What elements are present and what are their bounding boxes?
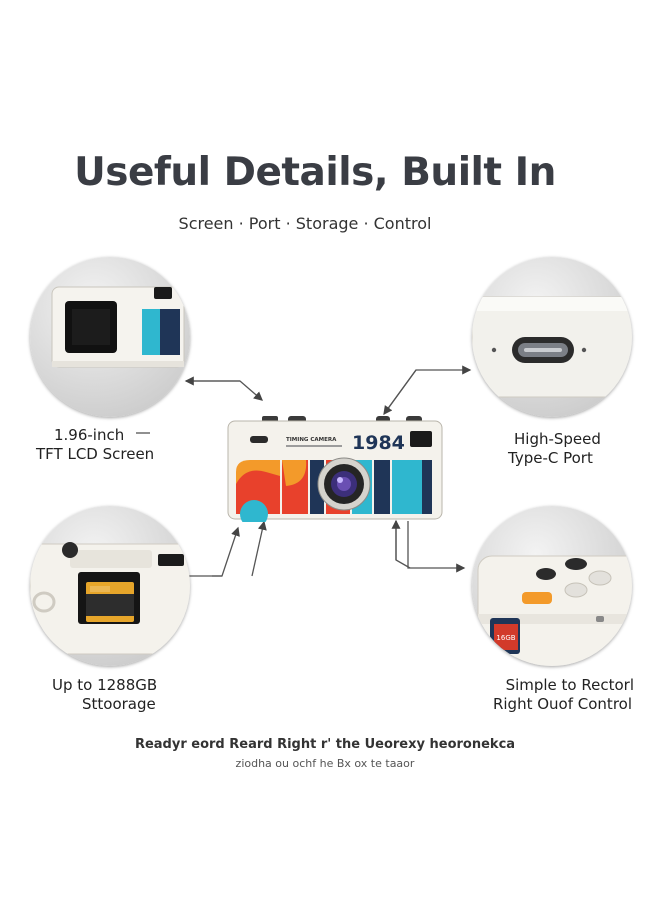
camera-brand: TIMING CAMERA [286, 437, 337, 443]
feature-storage-line1: Up to 1288GB [52, 676, 158, 694]
feature-control-line2: Right Ouof Control [492, 695, 632, 713]
feature-port-line1: High-Speed [514, 430, 601, 448]
page-subtitle: Screen · Port · Storage · Control [178, 214, 432, 233]
feature-storage-line2: Sttoorage [82, 695, 156, 713]
feature-storage-label: Up to 1288GB Sttoorage [52, 676, 202, 714]
feature-port-label: High-Speed Type-C Port [508, 430, 648, 468]
sd-card-slot-closeup [30, 506, 190, 666]
feature-port-line2: Type-C Port [508, 449, 593, 467]
page-title: Useful Details, Built In [74, 150, 556, 195]
feature-screen-label: 1.96-inch TFT LCD Screen [36, 426, 186, 464]
retro-camera-1984: TIMING CAMERA 1984 [227, 416, 443, 522]
feature-screen-line1: 1.96-inch [54, 426, 125, 444]
camera-model: 1984 [352, 432, 405, 454]
footer-line-1: Readyr eord Reard Right r' the Ueorexy h… [134, 737, 516, 752]
feature-control-label: Simple to Rectorl Right Ouof Control [488, 676, 658, 714]
lcd-screen-closeup [30, 257, 190, 417]
control-buttons-closeup: 16GB [472, 506, 632, 666]
usb-c-port-closeup [472, 257, 632, 417]
feature-screen-line2: TFT LCD Screen [36, 445, 155, 463]
sd-card-label: 16GB [496, 634, 515, 642]
footer-line-2: ziodha ou ochf he Bx ox te taaor [235, 757, 415, 770]
feature-control-line1: Simple to Rectorl [505, 676, 634, 694]
